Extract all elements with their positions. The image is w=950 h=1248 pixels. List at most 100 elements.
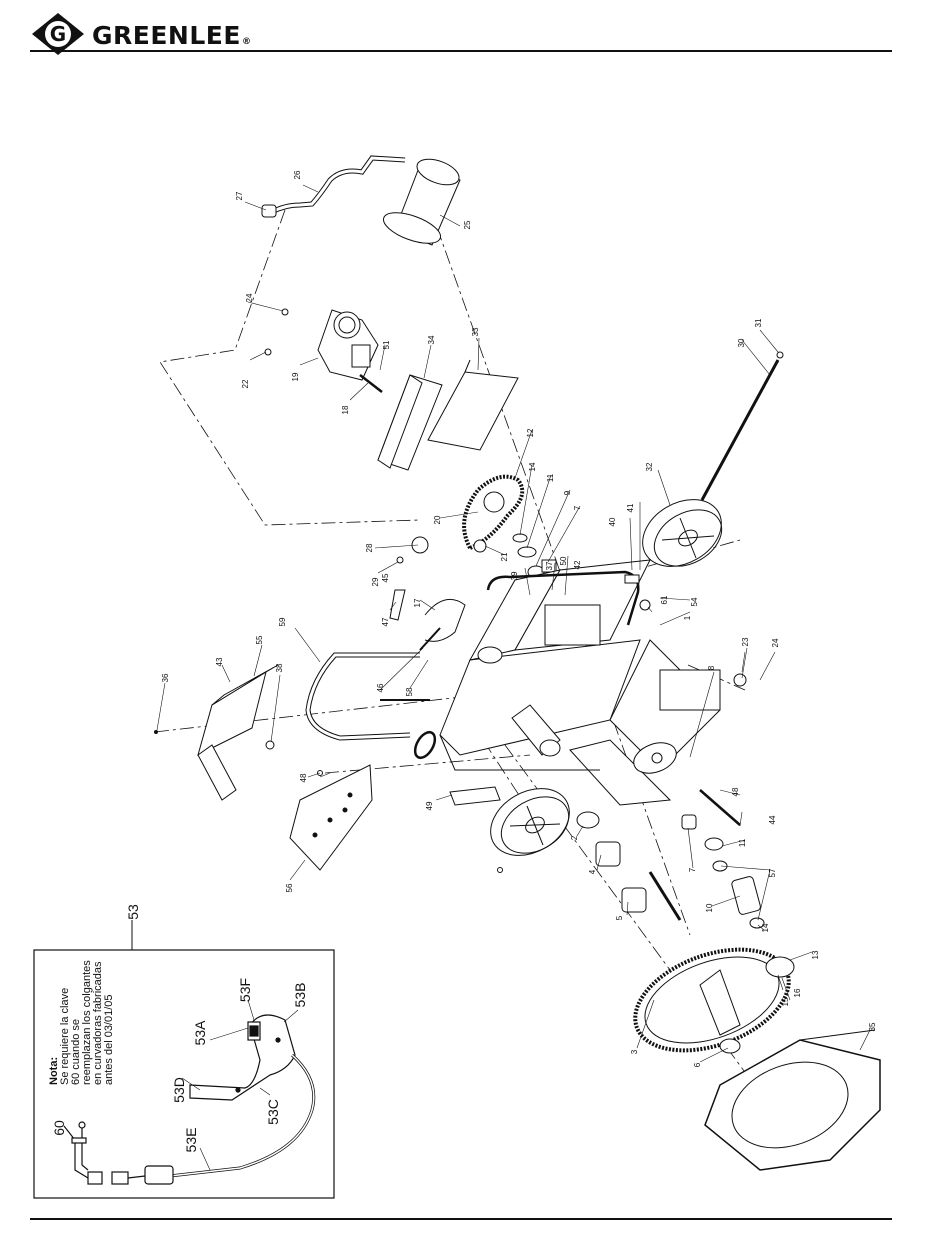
callout-c46: 46 [376, 683, 385, 692]
chain-guards [377, 359, 519, 471]
callout-c30: 30 [737, 338, 746, 347]
label-53f: 53F [237, 978, 253, 1002]
callout-labels: 1234567789101111121314141516171819202122… [161, 170, 877, 1067]
callout-c61: 61 [660, 595, 669, 604]
callout-c19: 19 [291, 372, 300, 381]
bender-sprocket [633, 947, 795, 1054]
callout-c57: 57 [768, 868, 777, 877]
greenlee-logo-icon: G [32, 13, 84, 55]
footer-rule [30, 1218, 892, 1220]
callout-c37: 37 [545, 561, 554, 570]
main-frame [439, 559, 721, 806]
callout-c33: 33 [471, 327, 480, 336]
bending-shoe-plate [704, 1029, 881, 1171]
callout-c14b: 14 [761, 923, 770, 932]
callout-c8: 8 [707, 665, 716, 670]
callout-c7b: 7 [688, 867, 697, 872]
callout-c28: 28 [365, 543, 374, 552]
callout-c34: 34 [427, 335, 436, 344]
label-53d: 53D [171, 1077, 187, 1103]
callout-c27: 27 [235, 191, 244, 200]
callout-c43: 43 [215, 657, 224, 666]
callout-c9: 9 [563, 490, 572, 495]
callout-c58: 58 [405, 687, 414, 696]
inset-leaders [181, 999, 299, 1171]
callout-c29: 29 [371, 577, 380, 586]
inset-number: 53 [125, 904, 141, 920]
callout-c40: 40 [608, 517, 617, 526]
rear-wheel [642, 499, 723, 567]
callout-c32: 32 [645, 462, 654, 471]
hose-assembly [261, 155, 406, 218]
callout-c17: 17 [413, 598, 422, 607]
inset-note: Nota: Se requiere la clave 60 cuando se … [48, 960, 115, 1085]
callout-c13: 13 [811, 950, 820, 959]
callout-c2: 2 [570, 835, 579, 840]
callout-c38: 38 [275, 663, 284, 672]
inset-frame [33, 949, 335, 1199]
callout-c16: 16 [793, 988, 802, 997]
logo-letter: G [50, 22, 66, 46]
handle [305, 652, 430, 741]
callout-c14a: 14 [528, 462, 537, 471]
callout-c12: 12 [526, 428, 535, 437]
callout-c1: 1 [683, 615, 692, 620]
label-60: 60 [51, 1120, 67, 1136]
callout-c20: 20 [433, 515, 442, 524]
roller [477, 646, 561, 757]
callout-c59: 59 [278, 617, 287, 626]
note-line-1: Nota: [48, 1057, 60, 1085]
callout-c24a: 24 [245, 293, 254, 302]
callout-c48a: 48 [299, 773, 308, 782]
callout-c15: 15 [781, 997, 790, 1006]
label-53a: 53A [192, 1020, 208, 1046]
registered-mark: ® [241, 37, 252, 47]
callout-c31: 31 [754, 318, 763, 327]
bender-shoe [289, 764, 373, 871]
callout-c21: 21 [500, 552, 509, 561]
pendant-controller [63, 1014, 316, 1185]
front-wheel [490, 788, 570, 856]
drive-chain [462, 474, 525, 553]
leader-lines [156, 184, 871, 1063]
pendant-inset: 53 Nota: Se requiere la clave 60 cuando … [33, 904, 335, 1199]
note-line-2: Se requiere la clave [59, 988, 71, 1085]
gearbox [317, 309, 379, 381]
label-53e: 53E [183, 1128, 199, 1153]
callout-c50: 50 [559, 556, 568, 565]
callout-c36: 36 [161, 673, 170, 682]
callout-c54: 54 [690, 597, 699, 606]
label-53c: 53C [265, 1099, 281, 1125]
callout-c11a: 11 [546, 473, 555, 482]
callout-c51: 51 [382, 340, 391, 349]
callout-c10: 10 [705, 903, 714, 912]
callout-c55: 55 [255, 635, 264, 644]
bushings-spacers [576, 789, 765, 929]
callout-c35: 35 [868, 1022, 877, 1031]
callout-c48b: 48 [731, 787, 740, 796]
note-line-6: antes del 03/01/05 [103, 994, 115, 1085]
brand-name: GREENLEE® [92, 21, 251, 50]
callout-c5: 5 [615, 915, 624, 920]
note-line-4: reemplazan los colgantes [81, 960, 93, 1085]
callout-c18: 18 [341, 405, 350, 414]
callout-c25: 25 [463, 220, 472, 229]
callout-c11b: 11 [738, 838, 747, 847]
callout-c23: 23 [741, 637, 750, 646]
tool-tray [197, 664, 279, 801]
callout-c49: 49 [425, 801, 434, 810]
callout-c4: 4 [588, 869, 597, 874]
callout-c26: 26 [293, 170, 302, 179]
brand-text: GREENLEE [92, 21, 241, 50]
note-line-3: 60 cuando se [70, 1019, 82, 1085]
callout-c44: 44 [768, 815, 777, 824]
callout-c42: 42 [573, 560, 582, 569]
header-rule [30, 50, 892, 52]
page-header: G GREENLEE® [30, 12, 892, 56]
label-53b: 53B [292, 983, 308, 1008]
callout-c45: 45 [381, 573, 390, 582]
callout-c3: 3 [630, 1049, 639, 1054]
callout-c47: 47 [381, 617, 390, 626]
callout-c24b: 24 [771, 638, 780, 647]
